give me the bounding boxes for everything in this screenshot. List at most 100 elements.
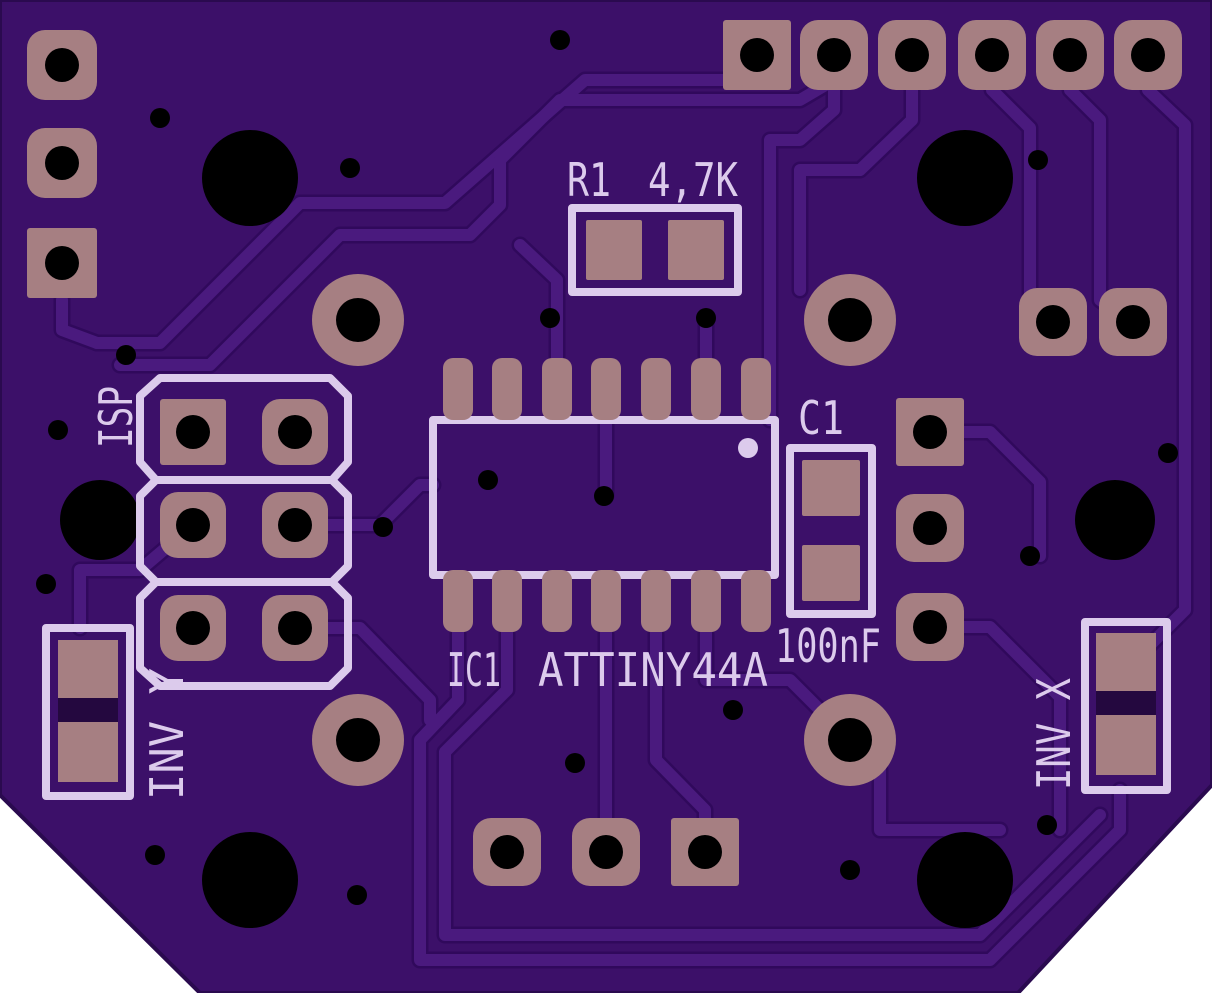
r1-pad-2	[668, 220, 724, 280]
ring-pad-top-left	[312, 274, 404, 366]
isp-pin-4	[262, 492, 328, 558]
header-right-pin-2	[896, 494, 964, 562]
ic1-pins-bottom	[443, 570, 771, 632]
c1-reference: C1	[798, 391, 844, 445]
traces	[53, 71, 1194, 969]
ring-pad-bottom-right	[804, 694, 896, 786]
ic1-pin	[443, 358, 473, 420]
ic1-pin	[591, 358, 621, 420]
ic1-pin	[492, 570, 522, 632]
inv-x-outline	[1081, 618, 1171, 794]
ic1-pin	[591, 570, 621, 632]
ic1-pin	[542, 570, 572, 632]
jumper-inv-x: INV X	[1027, 618, 1171, 794]
resistor-r1: R1 4,7K	[567, 153, 742, 296]
isp-pin-2	[262, 399, 328, 465]
mounting-hole-top-right	[917, 130, 1013, 226]
mounting-hole-bottom-left	[202, 832, 298, 928]
isp-pin-1	[160, 399, 226, 465]
header-top-pin-3	[878, 20, 946, 90]
header-right	[896, 398, 964, 661]
inv-y-outline	[42, 624, 134, 800]
vias	[36, 30, 1178, 905]
via	[340, 158, 360, 178]
header-left-pin-2	[27, 128, 97, 198]
header-top-pin-5	[1036, 20, 1104, 90]
ic1-pin	[741, 570, 771, 632]
r1-outline	[568, 204, 742, 296]
header-top-pin-1	[723, 20, 791, 90]
ic1-attiny44a: IC1 ATTINY44A	[429, 358, 779, 697]
mounting-hole-bottom-right	[917, 832, 1013, 928]
via	[116, 345, 136, 365]
ic1-pin	[542, 358, 572, 420]
ic1-pin1-marker	[738, 438, 758, 458]
inv-x-pad-2	[1096, 715, 1156, 775]
header-top-pin-6	[1114, 20, 1182, 90]
ic1-reference: IC1	[447, 643, 501, 697]
header-left-pin-1	[27, 30, 97, 100]
via	[48, 420, 68, 440]
header-top	[723, 20, 1182, 90]
header-right-pair-pin-2	[1099, 288, 1167, 356]
ring-pad-top-right	[804, 274, 896, 366]
ic1-pins-top	[443, 358, 771, 420]
isp-label: ISP	[89, 386, 143, 448]
mounting-hole-mid-left	[60, 480, 140, 560]
inv-y-gap	[58, 698, 118, 722]
header-right-pair-pin-1	[1019, 288, 1087, 356]
header-top-pin-2	[800, 20, 868, 90]
ic1-value: ATTINY44A	[538, 643, 768, 697]
header-top-pin-4	[958, 20, 1026, 90]
c1-pad-2	[802, 545, 860, 601]
via	[1028, 150, 1048, 170]
isp-header: ISP	[89, 374, 352, 690]
jumper-inv-y: INV Y	[42, 624, 194, 800]
ic1-pin	[741, 358, 771, 420]
header-bottom-pin-1	[473, 818, 541, 886]
via	[478, 470, 498, 490]
inv-x-gap	[1096, 691, 1156, 715]
ic1-pin	[492, 358, 522, 420]
via	[1020, 546, 1040, 566]
header-bottom-pin-2	[572, 818, 640, 886]
c1-pad-1	[802, 460, 860, 516]
isp-pin-5	[160, 595, 226, 661]
via	[36, 574, 56, 594]
ic1-pin	[443, 570, 473, 632]
mounting-hole-mid-right	[1075, 480, 1155, 560]
ring-pad-bottom-left	[312, 694, 404, 786]
via	[840, 860, 860, 880]
via	[550, 30, 570, 50]
ring-pads	[312, 274, 896, 786]
header-bottom	[473, 818, 739, 886]
isp-pin-6	[262, 595, 328, 661]
header-bottom-pin-3	[671, 818, 739, 886]
c1-value: 100nF	[775, 619, 881, 673]
mounting-holes	[60, 130, 1155, 928]
inv-x-pad-1	[1096, 633, 1156, 691]
via	[723, 700, 743, 720]
header-right-pin-1	[896, 398, 964, 466]
via	[594, 486, 614, 506]
ic1-pin	[641, 358, 671, 420]
via	[565, 753, 585, 773]
inv-x-label: INV X	[1027, 678, 1081, 790]
r1-value: 4,7K	[648, 153, 738, 207]
inv-y-label: INV Y	[140, 668, 194, 800]
via	[1158, 443, 1178, 463]
header-right-pin-3	[896, 593, 964, 661]
ic1-pin	[691, 358, 721, 420]
isp-outline	[136, 374, 352, 690]
r1-pad-1	[586, 220, 642, 280]
inv-y-pad-1	[58, 640, 118, 698]
header-left	[27, 30, 97, 298]
capacitor-c1: C1 100nF	[775, 391, 881, 673]
r1-reference: R1	[567, 153, 611, 207]
header-left-pin-3	[27, 228, 97, 298]
via	[150, 108, 170, 128]
inv-y-pad-2	[58, 722, 118, 782]
isp-pin-3	[160, 492, 226, 558]
mounting-hole-top-left	[202, 130, 298, 226]
